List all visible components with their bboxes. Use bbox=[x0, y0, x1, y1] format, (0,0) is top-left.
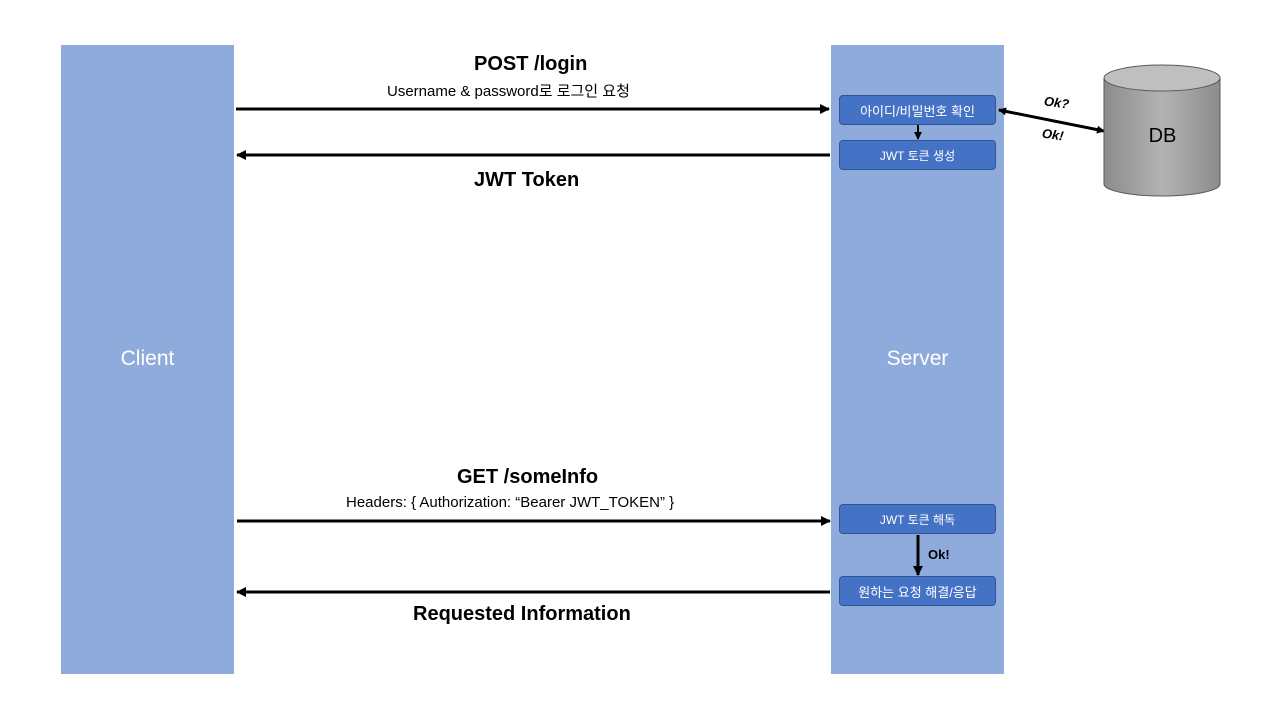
info-request-subtitle: Headers: { Authorization: “Bearer JWT_TO… bbox=[346, 494, 675, 511]
db-exchange-arrow bbox=[998, 107, 1105, 134]
decode-ok-label: Ok! bbox=[928, 547, 950, 562]
client-label: Client bbox=[120, 347, 175, 370]
info-response-title: Requested Information bbox=[413, 603, 631, 625]
server-label: Server bbox=[886, 347, 949, 370]
database-cylinder bbox=[1103, 64, 1221, 197]
verify-credentials-step: 아이디/비밀번호 확인 bbox=[839, 95, 996, 125]
resolve-request-step: 원하는 요청 해결/응답 bbox=[839, 576, 996, 606]
create-token-step: JWT 토큰 생성 bbox=[839, 140, 996, 170]
client-lane: Client bbox=[61, 45, 234, 674]
token-response-title: JWT Token bbox=[474, 169, 580, 191]
login-request-subtitle: Username & password로 로그인 요청 bbox=[387, 83, 630, 100]
info-request-title: GET /someInfo bbox=[457, 466, 599, 488]
database-label: DB bbox=[1148, 125, 1177, 147]
db-reply-label: Ok! bbox=[1041, 125, 1065, 144]
login-request-title: POST /login bbox=[474, 53, 588, 75]
decode-token-step: JWT 토큰 해독 bbox=[839, 504, 996, 534]
